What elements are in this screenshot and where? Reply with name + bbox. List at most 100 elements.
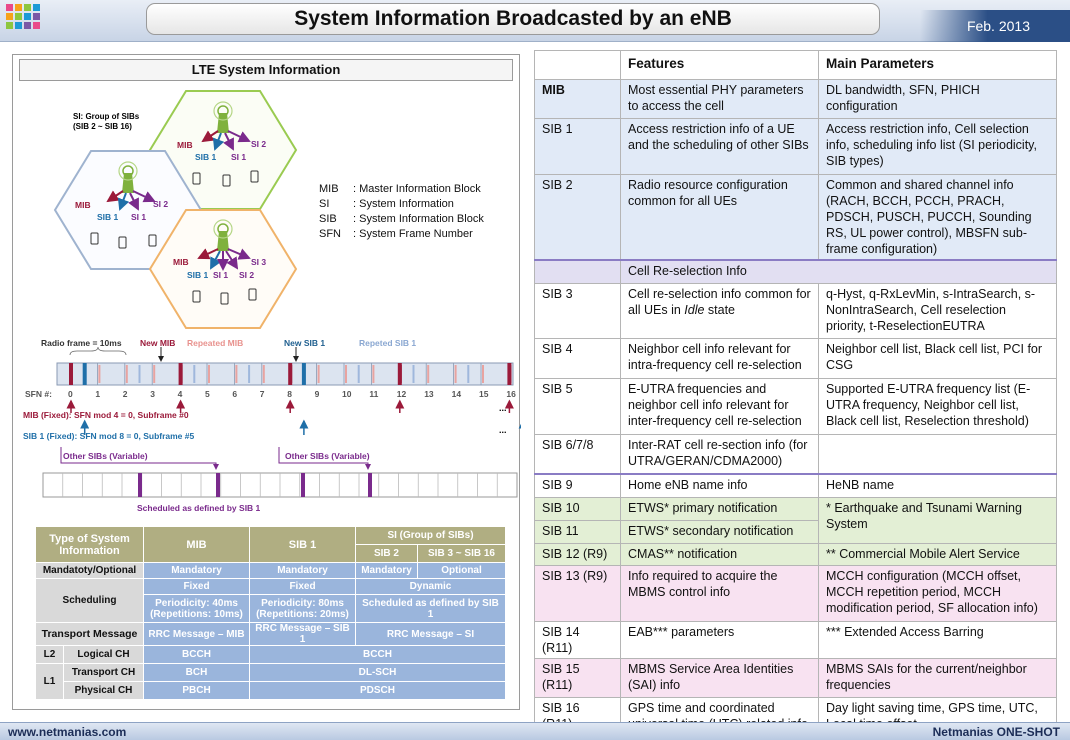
- table-row: SIB 15 (R11) MBMS Service Area Identitie…: [534, 657, 1057, 698]
- header-cell: [534, 50, 621, 80]
- table-row: SIB 12 (R9) CMAS** notification ** Comme…: [534, 542, 1057, 566]
- type-header: Type of System Information: [35, 526, 144, 563]
- table-row: MIB Most essential PHY parameters to acc…: [534, 79, 1057, 119]
- table-row: SIB 10 ETWS* primary notification * Eart…: [534, 496, 1057, 544]
- mib-mark: [208, 365, 210, 383]
- si-window-mark: [368, 473, 372, 497]
- table-row: SIB 3 Cell re-selection info common for …: [534, 282, 1057, 339]
- sfn-number: 12: [397, 389, 407, 399]
- row-params: q-Hyst, q-RxLevMin, s-IntraSearch, s-Non…: [818, 282, 1057, 339]
- table-row: SIB 11 ETWS* secondary notification: [534, 519, 1057, 544]
- row-features: Home eNB name info: [620, 473, 819, 498]
- footer-brand: Netmanias ONE-SHOT: [932, 725, 1060, 739]
- ue-phone-icon: [90, 232, 99, 245]
- layer-l2-label: L2: [35, 645, 64, 664]
- ue-phone-icon: [192, 290, 201, 303]
- cell-left-mib-label: MIB: [75, 200, 91, 210]
- sfn-label: SFN #:: [25, 389, 52, 399]
- page-date: Feb. 2013: [966, 18, 1030, 34]
- table-row: SIB 9 Home eNB name info HeNB name: [534, 473, 1057, 498]
- sfn-number: 16: [506, 389, 516, 399]
- table-header-row: Features Main Parameters: [534, 50, 1057, 80]
- footer-website: www.netmanias.com: [8, 725, 127, 739]
- sfn-number: 15: [479, 389, 489, 399]
- row-params: *** Extended Access Barring: [818, 620, 1057, 659]
- row-name: SIB 12 (R9): [534, 542, 621, 566]
- sib1-mark: [412, 365, 415, 383]
- scheduled-by-sib1-text: Scheduled as defined by SIB 1: [137, 503, 261, 513]
- table-row: SIB 6/7/8 Inter-RAT cell re-section info…: [534, 433, 1057, 475]
- sfn-number: 6: [232, 389, 237, 399]
- sfn-number: 10: [342, 389, 352, 399]
- cell: RRC Message – SIB 1: [249, 622, 356, 646]
- date-banner: [920, 10, 1070, 42]
- mib-mark: [372, 365, 375, 383]
- radio-frame-timeline: [56, 362, 514, 386]
- row-name: SIB 10: [534, 496, 621, 521]
- table-row: SIB 13 (R9) Info required to acquire the…: [534, 564, 1057, 622]
- row-features: Radio resource configuration common for …: [620, 174, 819, 261]
- row-params: HeNB name: [818, 473, 1057, 498]
- row-scheduling-label: Scheduling: [35, 578, 144, 623]
- si-window-mark: [216, 473, 220, 497]
- si-scheduling-table: Type of System Information MIB SIB 1 SI …: [35, 526, 506, 700]
- ue-phone-icon: [248, 288, 257, 301]
- abbr-row: SI: System Information: [319, 198, 454, 210]
- sib1-mark: [193, 365, 196, 383]
- lte-system-information-panel: LTE System Information SI: Group of SIBs…: [12, 54, 521, 710]
- row-name: SIB 1: [534, 118, 621, 175]
- row-name: MIB: [534, 79, 621, 119]
- group-title-cell-reselection: Cell Re-selection Info: [620, 259, 1057, 284]
- si-window-mark: [301, 473, 305, 497]
- radio-frame-label: Radio frame = 10ms: [41, 338, 122, 348]
- cell: Scheduled as defined by SIB 1: [355, 594, 506, 623]
- header-cell-features: Features: [620, 50, 819, 80]
- cell-top-si1-label: SI 1: [231, 152, 246, 162]
- sib1-mark: [357, 365, 360, 383]
- row-params: MBMS SAIs for the current/neighbor frequ…: [818, 657, 1057, 698]
- table-row-group-header: Cell Re-selection Info: [534, 259, 1057, 284]
- sfn-number: 4: [178, 389, 183, 399]
- row-features: MBMS Service Area Identities (SAI) info: [620, 657, 819, 698]
- sfn-number: 3: [150, 389, 155, 399]
- header-cell-parameters: Main Parameters: [818, 50, 1057, 80]
- cell: PDSCH: [249, 681, 506, 700]
- antenna-tower-icon: [217, 113, 229, 133]
- sfn-number: 5: [205, 389, 210, 399]
- row-features: Info required to acquire the MBMS contro…: [620, 564, 819, 622]
- cell-bottom-si3-label: SI 3: [251, 257, 266, 267]
- abbr-row: SIB: System Information Block: [319, 213, 484, 225]
- mib-mark: [125, 365, 128, 383]
- row-features: E-UTRA frequencies and neighbor cell inf…: [620, 377, 819, 435]
- cell-and-timeline-diagram: SI: Group of SIBs (SIB 2 ~ SIB 16) MIB S…: [23, 90, 521, 513]
- row-name: SIB 6/7/8: [534, 433, 621, 475]
- cell-left: MIB SIB 1 SI 1 SI 2: [75, 161, 168, 249]
- row-params: Neighbor cell list, Black cell list, PCI…: [818, 337, 1057, 379]
- row-name: SIB 4: [534, 337, 621, 379]
- antenna-tower-icon: [217, 231, 229, 251]
- ue-phone-icon: [222, 174, 231, 187]
- sfn-number: 0: [68, 389, 73, 399]
- table-row: SIB 2 Radio resource configuration commo…: [534, 174, 1057, 261]
- row-features: CMAS** notification: [620, 542, 819, 566]
- row-params: * Earthquake and Tsunami Warning System: [818, 496, 1057, 544]
- page-title: System Information Broadcasted by an eNB: [146, 3, 880, 35]
- header-bar: System Information Broadcasted by an eNB…: [0, 0, 1070, 42]
- layer-l1-label: L1: [35, 663, 64, 700]
- cell: Periodicity: 40ms(Repetitions: 10ms): [143, 594, 250, 623]
- new-sib1-label: New SIB 1: [284, 338, 325, 348]
- row-name: SIB 9: [534, 473, 621, 498]
- cell: RRC Message – MIB: [143, 622, 250, 646]
- sfn-number: 9: [315, 389, 320, 399]
- si-window-mark: [138, 473, 142, 497]
- ue-phone-icon: [118, 236, 127, 249]
- ue-phone-icon: [220, 292, 229, 305]
- physical-ch-label: Physical CH: [63, 681, 144, 700]
- row-features: ETWS* primary notification: [620, 496, 819, 521]
- cell: PBCH: [143, 681, 250, 700]
- ue-phone-icon: [192, 172, 201, 185]
- timeline-ticks: [69, 363, 512, 385]
- sib1-mark: [467, 365, 470, 383]
- abbr-row: MIB: Master Information Block: [319, 183, 481, 195]
- cell: BCH: [143, 663, 250, 682]
